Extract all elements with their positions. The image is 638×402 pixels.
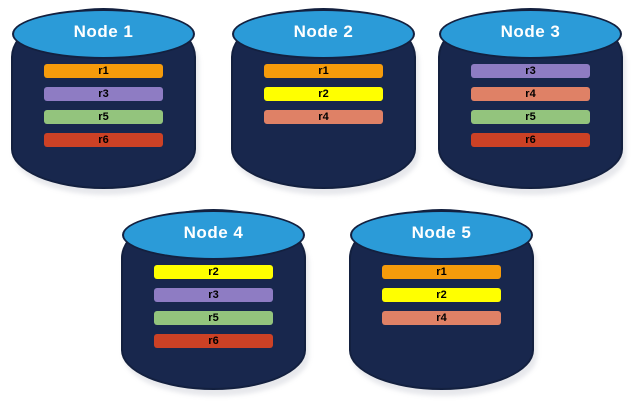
replica-bar-r1[interactable]: r1 — [382, 265, 501, 279]
replica-bar-r6[interactable]: r6 — [44, 133, 163, 147]
cylinder-top-ellipse — [439, 9, 622, 59]
replica-bar-r1[interactable]: r1 — [44, 64, 163, 78]
replica-list: r2 r3 r5 r6 — [154, 265, 273, 348]
replica-bar-r2[interactable]: r2 — [154, 265, 273, 279]
replica-bar-r2[interactable]: r2 — [382, 288, 501, 302]
cylinder-top-ellipse — [122, 210, 305, 260]
replica-list: r1 r3 r5 r6 — [44, 64, 163, 147]
cylinder-top-ellipse — [232, 9, 415, 59]
cylinder-top-ellipse — [350, 210, 533, 260]
replica-bar-r4[interactable]: r4 — [471, 87, 590, 101]
replica-bar-r6[interactable]: r6 — [471, 133, 590, 147]
replica-bar-r4[interactable]: r4 — [264, 110, 383, 124]
replica-bar-r5[interactable]: r5 — [44, 110, 163, 124]
replica-list: r1 r2 r4 — [264, 64, 383, 124]
replica-bar-r3[interactable]: r3 — [44, 87, 163, 101]
cylinder-top-ellipse — [12, 9, 195, 59]
replica-bar-r4[interactable]: r4 — [382, 311, 501, 325]
replica-bar-r3[interactable]: r3 — [154, 288, 273, 302]
replica-bar-r5[interactable]: r5 — [154, 311, 273, 325]
replica-bar-r1[interactable]: r1 — [264, 64, 383, 78]
replica-list: r3 r4 r5 r6 — [471, 64, 590, 147]
replica-bar-r6[interactable]: r6 — [154, 334, 273, 348]
replica-bar-r3[interactable]: r3 — [471, 64, 590, 78]
replica-bar-r2[interactable]: r2 — [264, 87, 383, 101]
replica-bar-r5[interactable]: r5 — [471, 110, 590, 124]
replica-list: r1 r2 r4 — [382, 265, 501, 325]
